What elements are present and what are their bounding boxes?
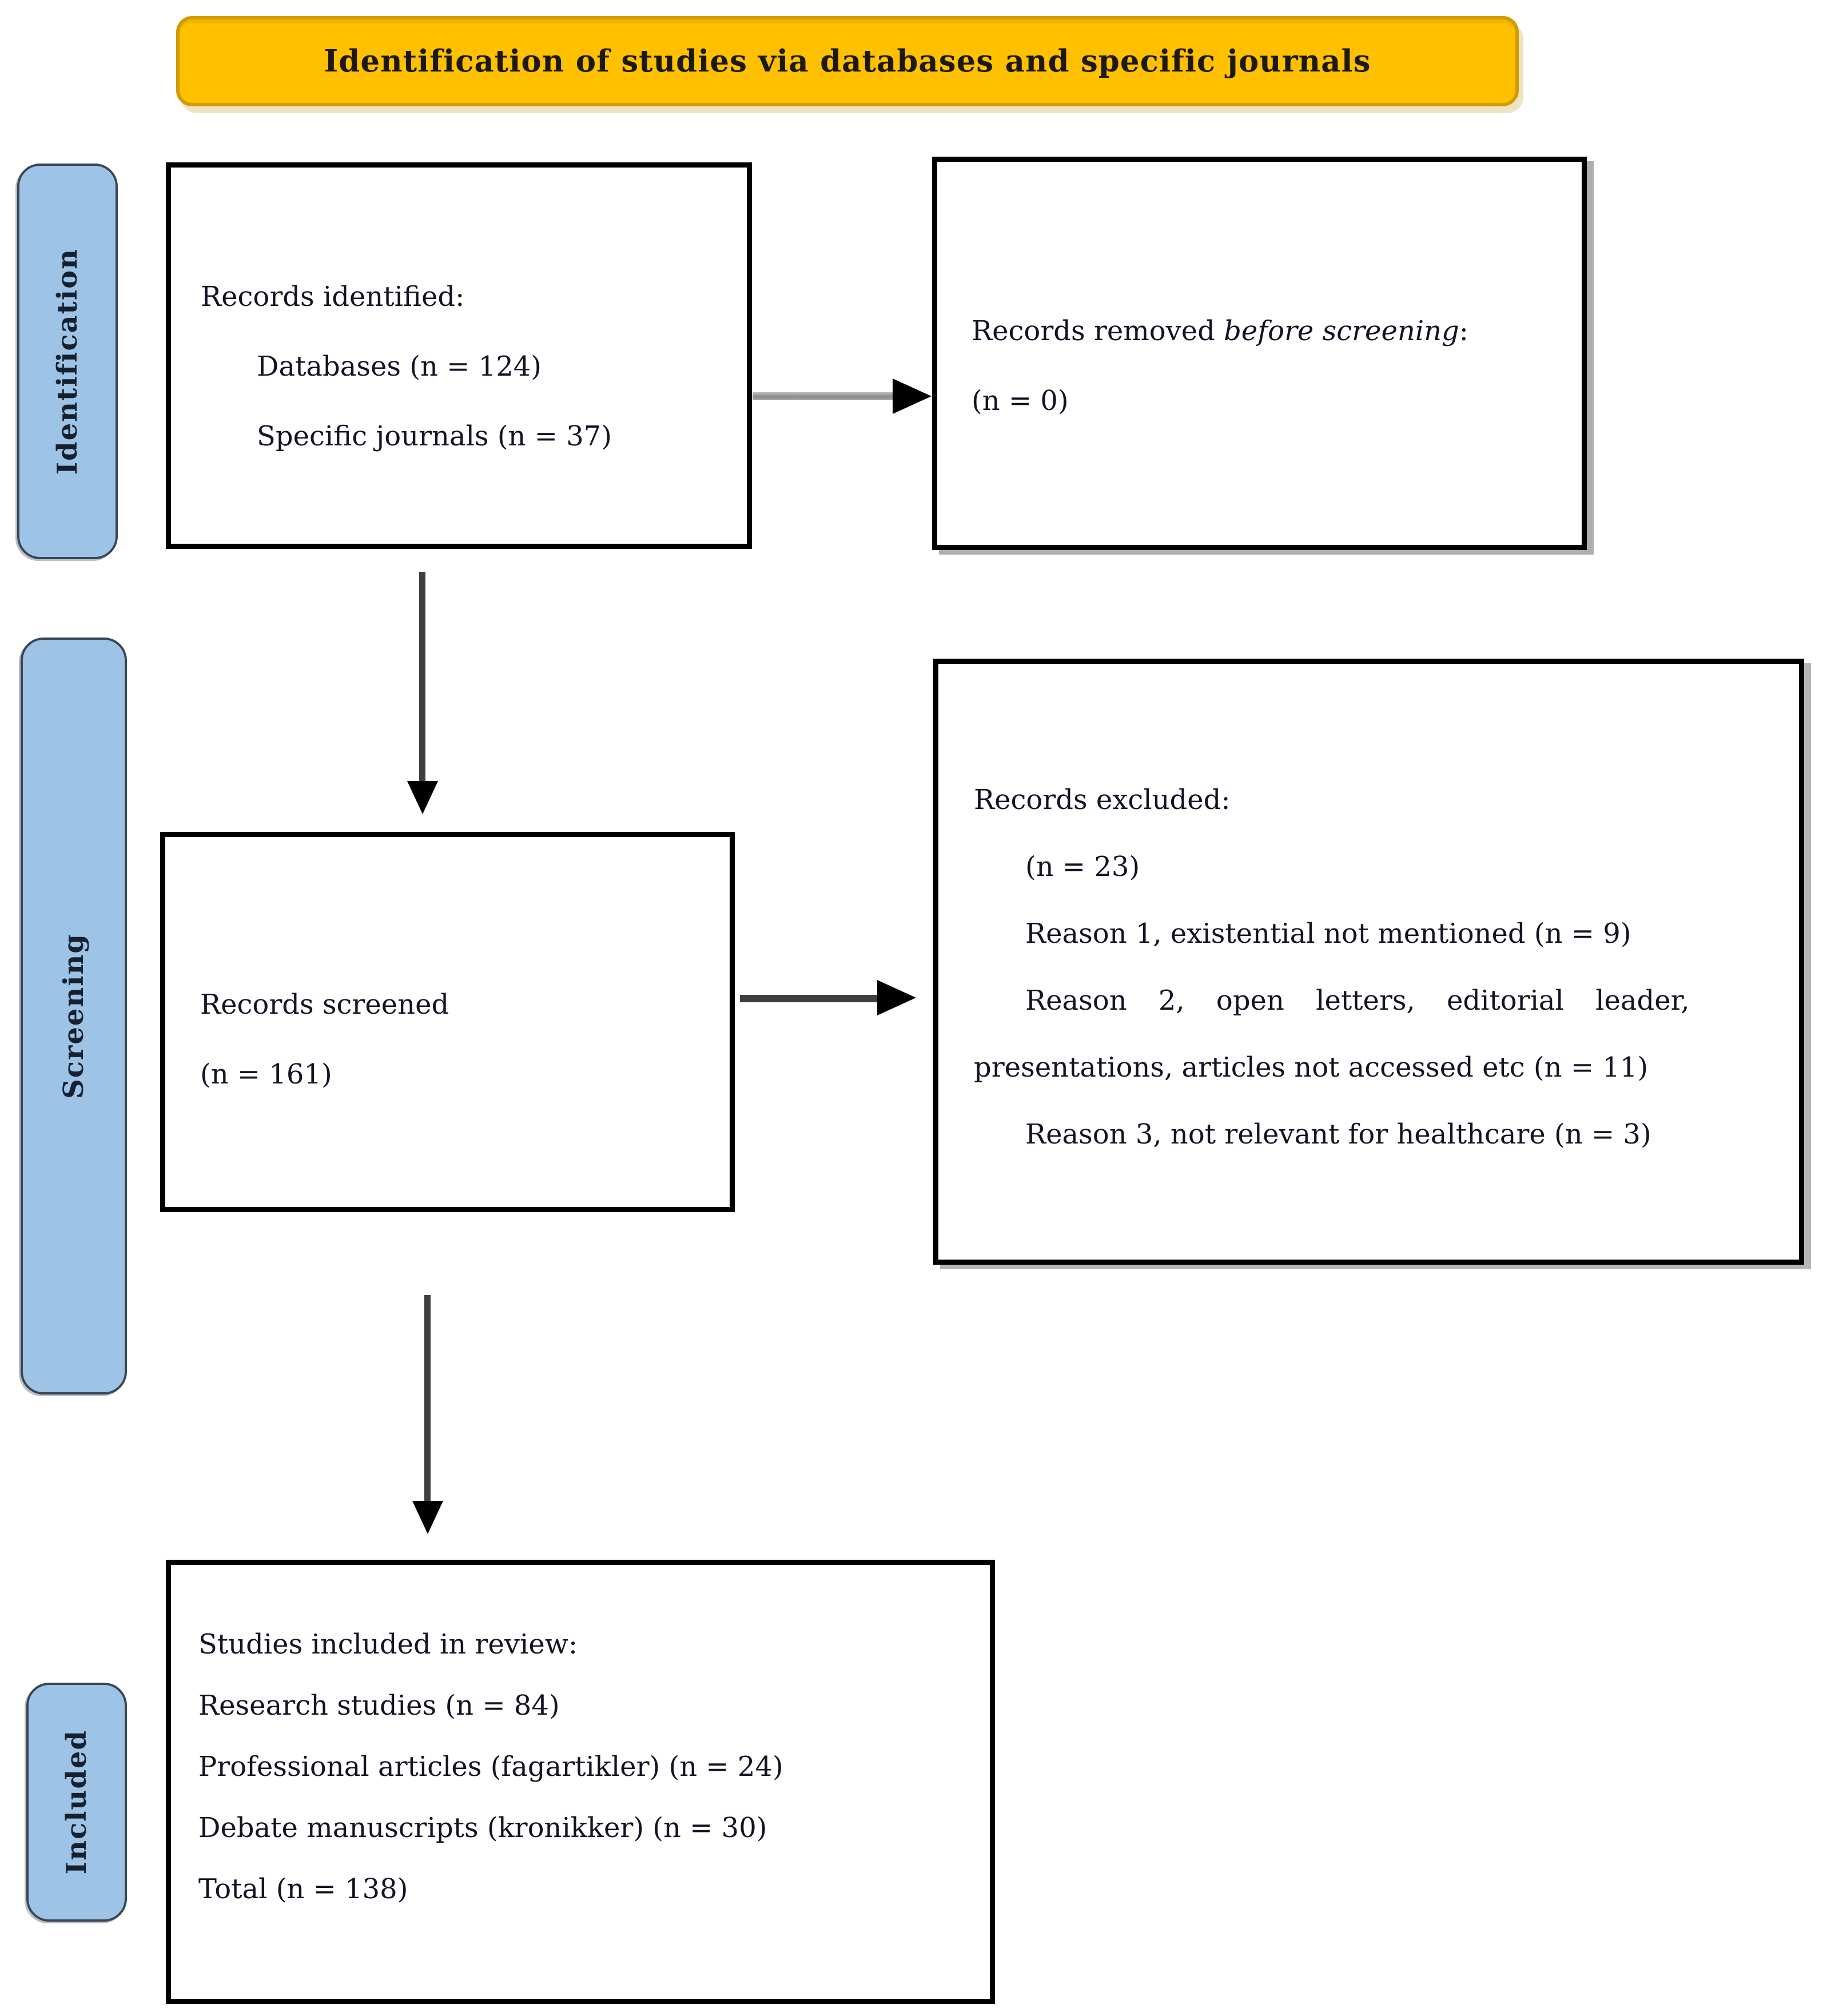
studies-included-content: Studies included in review: Research stu… bbox=[171, 1565, 990, 1920]
records-removed-prefix: Records removed bbox=[972, 315, 1224, 347]
records-screened-title: Records screened bbox=[200, 989, 449, 1021]
records-identified-databases: Databases (n = 124) bbox=[257, 350, 542, 383]
diagram-title: Identification of studies via databases … bbox=[324, 43, 1371, 79]
records-removed-emphasis: before screening bbox=[1224, 315, 1459, 347]
records-identified-content: Records identified: Databases (n = 124) … bbox=[171, 168, 747, 471]
stage-ribbon-identification: Identification bbox=[17, 164, 118, 559]
title-banner: Identification of studies via databases … bbox=[176, 16, 1519, 106]
studies-included-total: Total (n = 138) bbox=[198, 1873, 408, 1905]
stage-label-included: Included bbox=[61, 1730, 93, 1875]
studies-included-research: Research studies (n = 84) bbox=[198, 1690, 560, 1722]
arrow-identified-to-screened-head-icon bbox=[407, 781, 438, 814]
stage-ribbon-screening: Screening bbox=[21, 638, 127, 1395]
records-excluded-reason2-line2: presentations, articles not accessed etc… bbox=[974, 1051, 1649, 1083]
stage-ribbon-included: Included bbox=[26, 1683, 127, 1922]
studies-included-professional: Professional articles (fagartikler) (n =… bbox=[198, 1751, 783, 1783]
arrow-screened-to-excluded-shaft bbox=[740, 995, 878, 1002]
stage-label-screening: Screening bbox=[58, 933, 90, 1099]
records-removed-title: Records removed before screening: bbox=[972, 296, 1565, 366]
records-excluded-reason1: Reason 1, existential not mentioned (n =… bbox=[1025, 918, 1631, 950]
records-screened-box: Records screened (n = 161) bbox=[160, 832, 735, 1212]
studies-included-box: Studies included in review: Research stu… bbox=[166, 1560, 995, 2004]
records-removed-box: Records removed before screening: (n = 0… bbox=[932, 157, 1587, 550]
records-excluded-box: Records excluded: (n = 23) Reason 1, exi… bbox=[933, 659, 1804, 1265]
arrow-screened-to-included-shaft bbox=[424, 1295, 431, 1501]
arrow-identified-to-removed-shaft bbox=[753, 392, 897, 400]
records-identified-title: Records identified: bbox=[201, 281, 465, 313]
arrow-screened-to-excluded-head-icon bbox=[877, 980, 916, 1015]
records-removed-content: Records removed before screening: (n = 0… bbox=[937, 162, 1582, 436]
stage-label-identification: Identification bbox=[51, 248, 83, 475]
records-removed-count: (n = 0) bbox=[972, 385, 1069, 417]
records-removed-suffix: : bbox=[1459, 315, 1468, 347]
records-excluded-count: (n = 23) bbox=[1025, 851, 1140, 883]
studies-included-debate: Debate manuscripts (kronikker) (n = 30) bbox=[198, 1812, 767, 1844]
arrow-identified-to-screened-shaft bbox=[419, 572, 425, 781]
studies-included-title: Studies included in review: bbox=[198, 1628, 578, 1660]
records-identified-box: Records identified: Databases (n = 124) … bbox=[166, 162, 752, 549]
arrow-identified-to-removed-head-icon bbox=[893, 379, 932, 414]
records-screened-content: Records screened (n = 161) bbox=[165, 837, 730, 1109]
arrow-screened-to-included-head-icon bbox=[412, 1501, 443, 1534]
records-excluded-reason2-line1: Reason 2, open letters, editorial leader… bbox=[1025, 985, 1690, 1017]
records-excluded-title: Records excluded: bbox=[974, 784, 1231, 816]
records-identified-journals: Specific journals (n = 37) bbox=[257, 420, 612, 452]
records-excluded-reason3: Reason 3, not relevant for healthcare (n… bbox=[1025, 1118, 1651, 1150]
records-excluded-content: Records excluded: (n = 23) Reason 1, exi… bbox=[938, 664, 1799, 1168]
records-screened-count: (n = 161) bbox=[200, 1058, 332, 1090]
